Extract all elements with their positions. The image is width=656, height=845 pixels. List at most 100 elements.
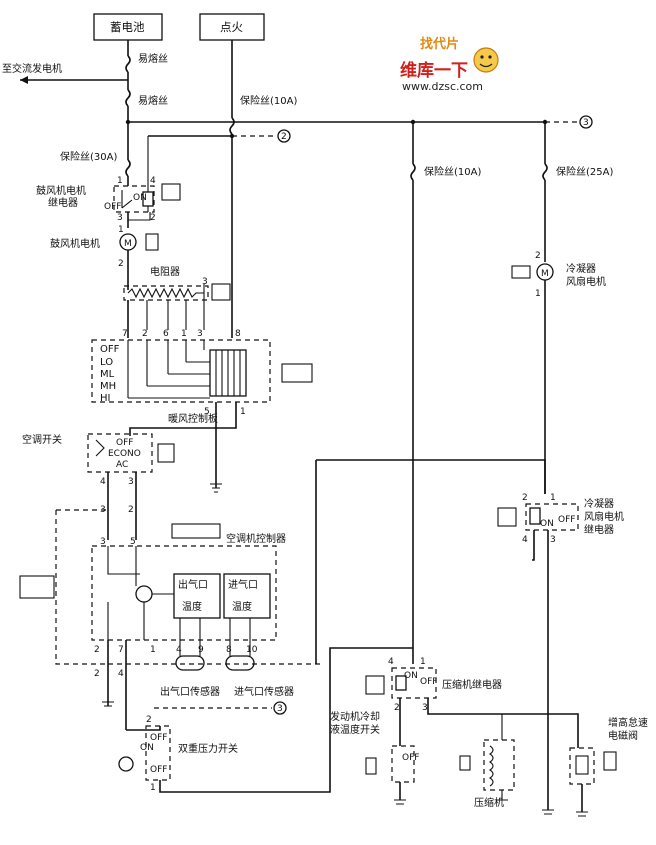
fuse-30a-label: 保险丝(30A): [60, 150, 117, 163]
watermark-logo: 找代片 维库一下 www.dzsc.com: [400, 36, 499, 93]
svg-text:OFF: OFF: [558, 515, 575, 525]
svg-text:M: M: [541, 269, 549, 279]
resistor-label: 电阻器: [150, 265, 180, 278]
condenser-relay-label-3: 继电器: [584, 523, 614, 536]
svg-text:维库一下: 维库一下: [400, 60, 468, 81]
fusible-link-1: [125, 55, 131, 73]
ground-idle-valve: [576, 811, 588, 817]
condenser-relay-label-1: 冷凝器: [584, 497, 614, 510]
svg-text:2: 2: [118, 259, 124, 269]
svg-text:4: 4: [388, 657, 394, 667]
fusible-link-2-label: 易熔丝: [138, 94, 168, 107]
outlet-sensor-label: 出气口传感器: [160, 685, 220, 698]
inlet-sensor-label: 进气口传感器: [234, 685, 294, 698]
compressor-clutch: [483, 739, 515, 791]
svg-text:OFF: OFF: [150, 765, 167, 775]
compressor-connector: [459, 755, 471, 771]
svg-text:4: 4: [118, 669, 124, 679]
compressor-relay-box: [391, 667, 437, 699]
ac-switch-label: 空调开关: [22, 433, 62, 446]
svg-text:7: 7: [122, 329, 128, 339]
svg-text:4: 4: [150, 176, 156, 186]
battery-box: [93, 13, 163, 41]
fuse-10a-b-label: 保险丝(10A): [424, 165, 481, 178]
resistor-box: [123, 285, 209, 301]
svg-text:4: 4: [100, 477, 106, 487]
svg-text:3: 3: [202, 277, 208, 287]
svg-text:2: 2: [94, 669, 100, 679]
coolant-switch-label-1: 发动机冷却: [330, 710, 380, 723]
svg-text:3: 3: [100, 537, 106, 547]
svg-text:1: 1: [550, 493, 556, 503]
svg-text:出气口: 出气口: [178, 578, 208, 591]
svg-text:4: 4: [176, 645, 182, 655]
svg-text:温度: 温度: [232, 600, 252, 613]
svg-text:ON: ON: [133, 193, 147, 203]
svg-text:OFF: OFF: [100, 344, 120, 355]
svg-text:3: 3: [583, 118, 589, 128]
ref-2-circle: [277, 129, 291, 143]
ignition-label: 点火: [220, 20, 243, 34]
svg-text:OFF: OFF: [116, 438, 133, 448]
svg-text:3: 3: [277, 704, 283, 714]
svg-text:1: 1: [181, 329, 187, 339]
ref-3-circle-bottom: [273, 701, 287, 715]
fuse-10a-compressor: [410, 163, 416, 181]
resistor-element: [127, 287, 204, 299]
blower-relay-label-1: 鼓风机电机: [36, 184, 86, 197]
coolant-switch-label-2: 液温度开关: [330, 723, 380, 736]
svg-text:5: 5: [130, 537, 136, 547]
svg-text:4: 4: [522, 535, 528, 545]
svg-text:ON: ON: [540, 519, 554, 529]
fuse-25a-label: 保险丝(25A): [556, 165, 613, 178]
svg-text:1: 1: [150, 645, 156, 655]
compressor-relay-coil: [395, 675, 407, 691]
blower-relay-coil: [142, 191, 154, 207]
svg-text:OFF: OFF: [150, 733, 167, 743]
compressor-relay-connector: [365, 675, 385, 695]
heater-panel-label: 暖风控制板: [168, 412, 218, 425]
idle-valve-label-2: 电磁阀: [608, 729, 638, 742]
panel-connector: [281, 363, 313, 383]
compressor-label: 压缩机: [474, 796, 504, 809]
condenser-relay-label-2: 风扇电机: [584, 510, 624, 523]
svg-text:1: 1: [117, 176, 123, 186]
ground-coolant: [394, 799, 406, 805]
ground-panel: [210, 483, 222, 493]
fuse-10a-a-label: 保险丝(10A): [240, 94, 297, 107]
svg-text:进气口: 进气口: [228, 578, 258, 591]
svg-text:2: 2: [281, 132, 287, 142]
blower-motor-label: 鼓风机电机: [50, 237, 100, 250]
condenser-relay-coil: [529, 507, 541, 525]
svg-text:ECONO: ECONO: [108, 449, 141, 459]
svg-text:温度: 温度: [182, 600, 202, 613]
dual-pressure-switch: [145, 725, 171, 781]
svg-text:ON: ON: [140, 743, 154, 753]
fuse-30a: [125, 159, 131, 177]
svg-text:AC: AC: [116, 460, 128, 470]
svg-text:5: 5: [204, 407, 210, 417]
svg-text:6: 6: [163, 329, 169, 339]
svg-text:2: 2: [94, 645, 100, 655]
svg-text:M: M: [124, 239, 132, 249]
svg-text:8: 8: [235, 329, 241, 339]
condenser-relay-box: [525, 503, 579, 531]
controller-transistor: [135, 585, 153, 603]
svg-text:10: 10: [246, 645, 258, 655]
outlet-temp-block: [173, 573, 221, 619]
idle-valve-connector: [603, 751, 617, 771]
side-connector: [19, 575, 55, 599]
fuse-25a: [542, 163, 548, 181]
svg-text:1: 1: [535, 289, 541, 299]
resistor-connector: [211, 283, 231, 301]
blower-motor-connector: [145, 233, 159, 251]
idle-up-solenoid: [569, 747, 595, 785]
heater-control-panel: [91, 339, 271, 403]
svg-text:www.dzsc.com: www.dzsc.com: [402, 80, 483, 93]
svg-text:2: 2: [522, 493, 528, 503]
svg-text:2: 2: [394, 703, 400, 713]
condenser-relay-connector: [497, 507, 517, 527]
ac-switch-connector: [157, 443, 175, 463]
blower-relay-box: [113, 185, 155, 213]
svg-text:LO: LO: [100, 357, 113, 368]
